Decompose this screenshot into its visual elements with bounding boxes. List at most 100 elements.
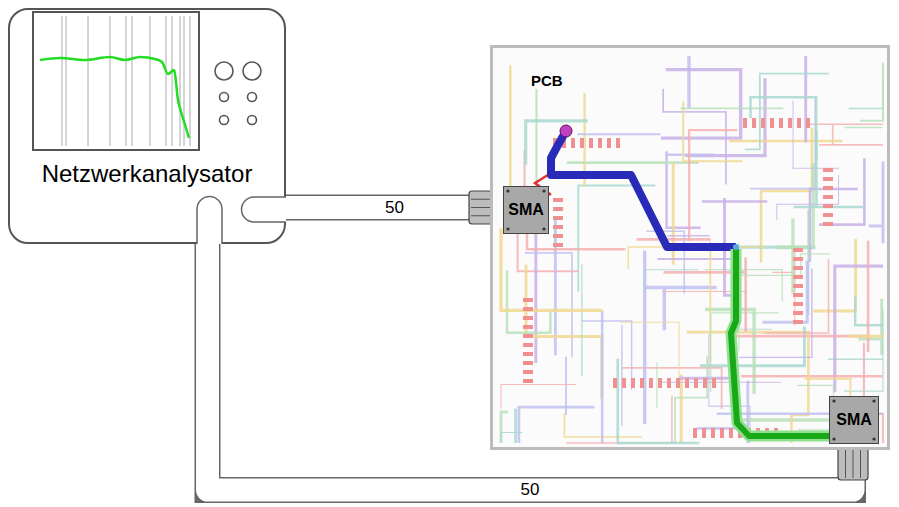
pcb-trace bbox=[601, 311, 604, 443]
pcb-trace bbox=[507, 270, 550, 332]
screen-grid-line bbox=[110, 16, 111, 146]
pcb-trace bbox=[675, 356, 707, 443]
nut-ridge bbox=[860, 446, 861, 478]
pcb-pad bbox=[523, 379, 533, 383]
pcb-pad bbox=[702, 428, 706, 438]
control-knob bbox=[243, 62, 261, 80]
pcb-trace bbox=[621, 325, 622, 426]
pcb-trace bbox=[689, 130, 737, 241]
pcb-trace bbox=[637, 238, 711, 241]
screen-grid-line bbox=[62, 16, 63, 146]
pcb-trace bbox=[680, 107, 783, 109]
pcb-pad bbox=[729, 428, 733, 438]
pcb-trace bbox=[525, 253, 572, 357]
pcb-trace bbox=[819, 144, 883, 146]
pcb-trace bbox=[509, 66, 511, 205]
mount-screw bbox=[506, 189, 509, 192]
pcb-pad bbox=[793, 266, 803, 270]
impedance-label: 50 bbox=[382, 199, 407, 217]
screen-grid-line bbox=[166, 16, 167, 146]
pcb-pad bbox=[640, 378, 644, 388]
network-analyzer: Netzwerkanalysator bbox=[8, 8, 286, 244]
signal-trace-blue bbox=[551, 131, 736, 247]
pcb-pad bbox=[589, 138, 593, 148]
control-knob bbox=[248, 116, 257, 125]
device-label: Netzwerkanalysator bbox=[10, 160, 284, 188]
pcb-pad bbox=[580, 138, 584, 148]
control-knob bbox=[220, 116, 229, 125]
pcb-pad bbox=[523, 334, 533, 338]
pcb-pad bbox=[523, 325, 533, 329]
mount-screw bbox=[832, 437, 835, 440]
pcb-trace bbox=[618, 359, 700, 443]
pcb-pad bbox=[779, 118, 783, 128]
mount-screw bbox=[832, 399, 835, 402]
pcb-pad bbox=[793, 284, 803, 288]
pcb-pad bbox=[823, 213, 833, 217]
pcb-trace bbox=[751, 97, 817, 160]
pcb-pad bbox=[676, 378, 680, 388]
pcb-pad bbox=[523, 352, 533, 356]
nut-ridge bbox=[853, 446, 854, 478]
cable-port bbox=[197, 197, 222, 244]
signal-trace-green-halo bbox=[731, 249, 831, 436]
pcb-pad bbox=[553, 225, 563, 229]
pcb-trace bbox=[657, 258, 731, 260]
pcb-pad bbox=[667, 378, 671, 388]
pcb-layout-illustration bbox=[493, 48, 893, 453]
pcb-pad bbox=[703, 378, 707, 388]
pcb-pad bbox=[793, 248, 803, 252]
pcb-trace bbox=[565, 357, 567, 415]
nut-ridge bbox=[845, 446, 846, 478]
pcb-pad bbox=[523, 343, 533, 347]
pcb-pad bbox=[658, 378, 662, 388]
control-knob bbox=[248, 93, 257, 102]
pcb-pad bbox=[523, 316, 533, 320]
pcb-trace bbox=[501, 432, 522, 443]
pcb-trace bbox=[514, 409, 517, 443]
screen-grid-line bbox=[66, 16, 67, 146]
pcb-pad bbox=[793, 275, 803, 279]
pcb-pad bbox=[788, 118, 792, 128]
pcb-trace bbox=[869, 161, 883, 243]
pcb-trace bbox=[554, 217, 557, 355]
analyzer-illustration bbox=[10, 10, 288, 246]
pcb-trace bbox=[828, 358, 883, 360]
pcb-pad bbox=[793, 311, 803, 315]
pcb-trace bbox=[804, 56, 807, 143]
pcb-trace bbox=[620, 322, 679, 382]
pcb-trace bbox=[645, 270, 699, 292]
mount-screw bbox=[542, 227, 545, 230]
pcb-trace bbox=[727, 335, 867, 338]
screen-grid-line bbox=[180, 16, 181, 146]
pcb-trace bbox=[705, 269, 783, 301]
pcb-pad bbox=[711, 428, 715, 438]
pcb-pad bbox=[712, 378, 716, 388]
via bbox=[733, 244, 739, 250]
pcb-pad bbox=[553, 198, 563, 202]
pcb-trace bbox=[663, 89, 726, 185]
mount-screw bbox=[872, 399, 875, 402]
via bbox=[560, 125, 572, 137]
pcb-pad bbox=[797, 118, 801, 128]
pcb-trace bbox=[845, 127, 883, 128]
pcb-trace bbox=[849, 81, 883, 108]
pcb-trace bbox=[702, 200, 767, 203]
pcb-trace bbox=[762, 261, 807, 322]
pcb-trace bbox=[534, 205, 537, 364]
frequency-response-curve bbox=[40, 57, 189, 138]
pcb-trace bbox=[835, 266, 883, 392]
screen-grid-line bbox=[150, 16, 151, 146]
pcb-pad bbox=[598, 138, 602, 148]
pcb-pad bbox=[823, 204, 833, 208]
sma-connector: SMA bbox=[829, 396, 879, 444]
pcb-pad bbox=[553, 216, 563, 220]
pcb-trace bbox=[501, 412, 508, 443]
pcb-pad bbox=[607, 138, 611, 148]
pcb-pad bbox=[622, 378, 626, 388]
control-knob bbox=[220, 93, 229, 102]
pcb-trace bbox=[864, 343, 883, 443]
pcb-trace bbox=[819, 158, 864, 224]
pcb-trace bbox=[761, 128, 812, 263]
